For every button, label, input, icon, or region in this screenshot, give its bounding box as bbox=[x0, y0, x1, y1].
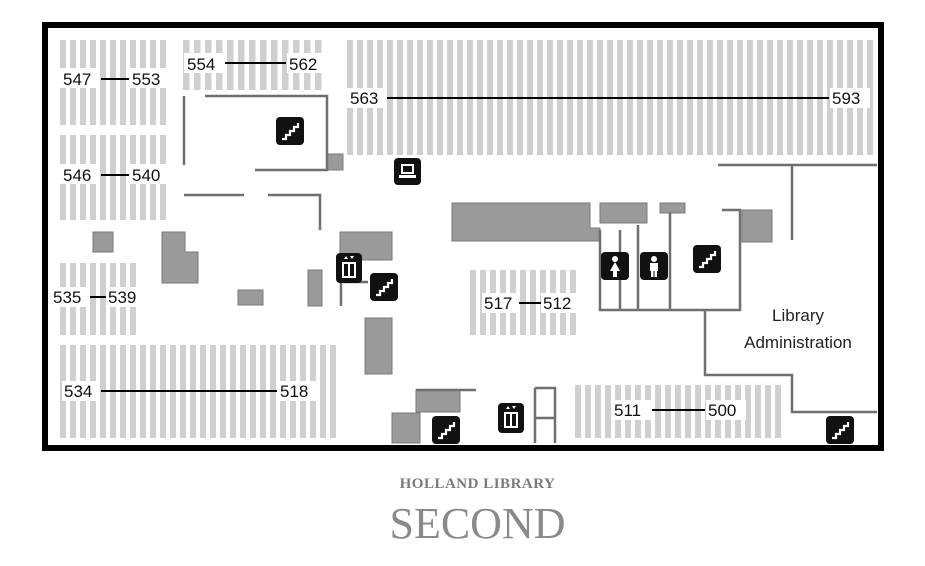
shelf-stripe bbox=[271, 40, 278, 90]
shelf-stripe bbox=[665, 385, 671, 438]
shelf-stripe bbox=[775, 385, 781, 438]
block bbox=[659, 202, 686, 214]
stairs-icon bbox=[276, 117, 304, 145]
shelf-stripe bbox=[595, 385, 601, 438]
shelf-stripe bbox=[110, 40, 116, 125]
structures bbox=[92, 153, 773, 444]
shelf-stripe bbox=[120, 40, 126, 125]
range-end: 562 bbox=[289, 55, 317, 74]
range-start: 546 bbox=[63, 166, 91, 185]
floor-name: SECOND bbox=[389, 499, 566, 548]
elevator-icon bbox=[336, 253, 362, 283]
stairs-icon bbox=[693, 245, 721, 273]
block bbox=[307, 269, 323, 307]
range-lines bbox=[90, 62, 829, 411]
room-label-line2: Administration bbox=[744, 333, 852, 352]
shelf-stripe bbox=[249, 40, 256, 90]
shelf-stripe bbox=[330, 345, 336, 438]
shelf-stripe bbox=[260, 40, 267, 90]
building-outline bbox=[42, 22, 884, 451]
block bbox=[599, 202, 648, 224]
building-name: HOLLAND LIBRARY bbox=[399, 476, 556, 492]
range-end: 512 bbox=[543, 294, 571, 313]
shelf-stripe bbox=[685, 385, 691, 438]
block bbox=[391, 412, 421, 444]
block bbox=[415, 389, 461, 413]
range-end: 539 bbox=[108, 288, 136, 307]
shelf-stripe bbox=[110, 135, 116, 220]
shelf-stripe bbox=[227, 40, 234, 90]
shelf-stripe bbox=[238, 40, 245, 90]
range-end: 553 bbox=[132, 70, 160, 89]
block bbox=[451, 202, 601, 242]
range-start: 511 bbox=[614, 401, 641, 420]
stairs-icon bbox=[826, 416, 854, 444]
restroom-men-icon bbox=[640, 252, 668, 280]
restroom-women-icon bbox=[601, 252, 629, 280]
stairs-icon bbox=[432, 416, 460, 444]
shelf-stripe bbox=[745, 385, 751, 438]
range-start: 517 bbox=[484, 294, 512, 313]
shelf-stripe bbox=[585, 385, 591, 438]
range-end: 518 bbox=[280, 382, 308, 401]
block bbox=[326, 153, 344, 171]
stairs-icon bbox=[370, 273, 398, 301]
shelf-stripe bbox=[470, 270, 476, 335]
shelf-stripe bbox=[90, 263, 96, 335]
range-labels: 547 553 554 562 563 593 546 540 535 539 … bbox=[50, 53, 870, 420]
shelf-stripe bbox=[675, 385, 681, 438]
shelf-stripe bbox=[755, 385, 761, 438]
block bbox=[364, 317, 393, 375]
shelf-stripe bbox=[320, 345, 326, 438]
shelf-stripe bbox=[282, 40, 289, 90]
walls bbox=[182, 94, 877, 443]
range-end: 540 bbox=[132, 166, 160, 185]
range-start: 547 bbox=[63, 70, 91, 89]
range-start: 563 bbox=[350, 89, 378, 108]
block bbox=[237, 289, 264, 306]
shelf-stripe bbox=[120, 135, 126, 220]
room-label-line1: Library bbox=[772, 306, 824, 325]
block bbox=[741, 209, 773, 243]
shelf-stripe bbox=[765, 385, 771, 438]
shelf-stripe bbox=[100, 263, 106, 335]
range-start: 554 bbox=[187, 55, 215, 74]
shelf-stripe bbox=[695, 385, 701, 438]
shelf-stripe bbox=[605, 385, 611, 438]
shelf-stripe bbox=[100, 40, 106, 125]
range-start: 535 bbox=[53, 288, 81, 307]
block bbox=[161, 231, 199, 284]
range-end: 500 bbox=[708, 401, 736, 420]
elevator-icon bbox=[498, 403, 524, 433]
block bbox=[92, 231, 114, 253]
computer-icon bbox=[394, 158, 421, 185]
range-end: 593 bbox=[832, 89, 860, 108]
shelf-stripe bbox=[575, 385, 581, 438]
shelf-stripe bbox=[655, 385, 661, 438]
shelf-stripe bbox=[100, 135, 106, 220]
range-start: 534 bbox=[64, 382, 92, 401]
